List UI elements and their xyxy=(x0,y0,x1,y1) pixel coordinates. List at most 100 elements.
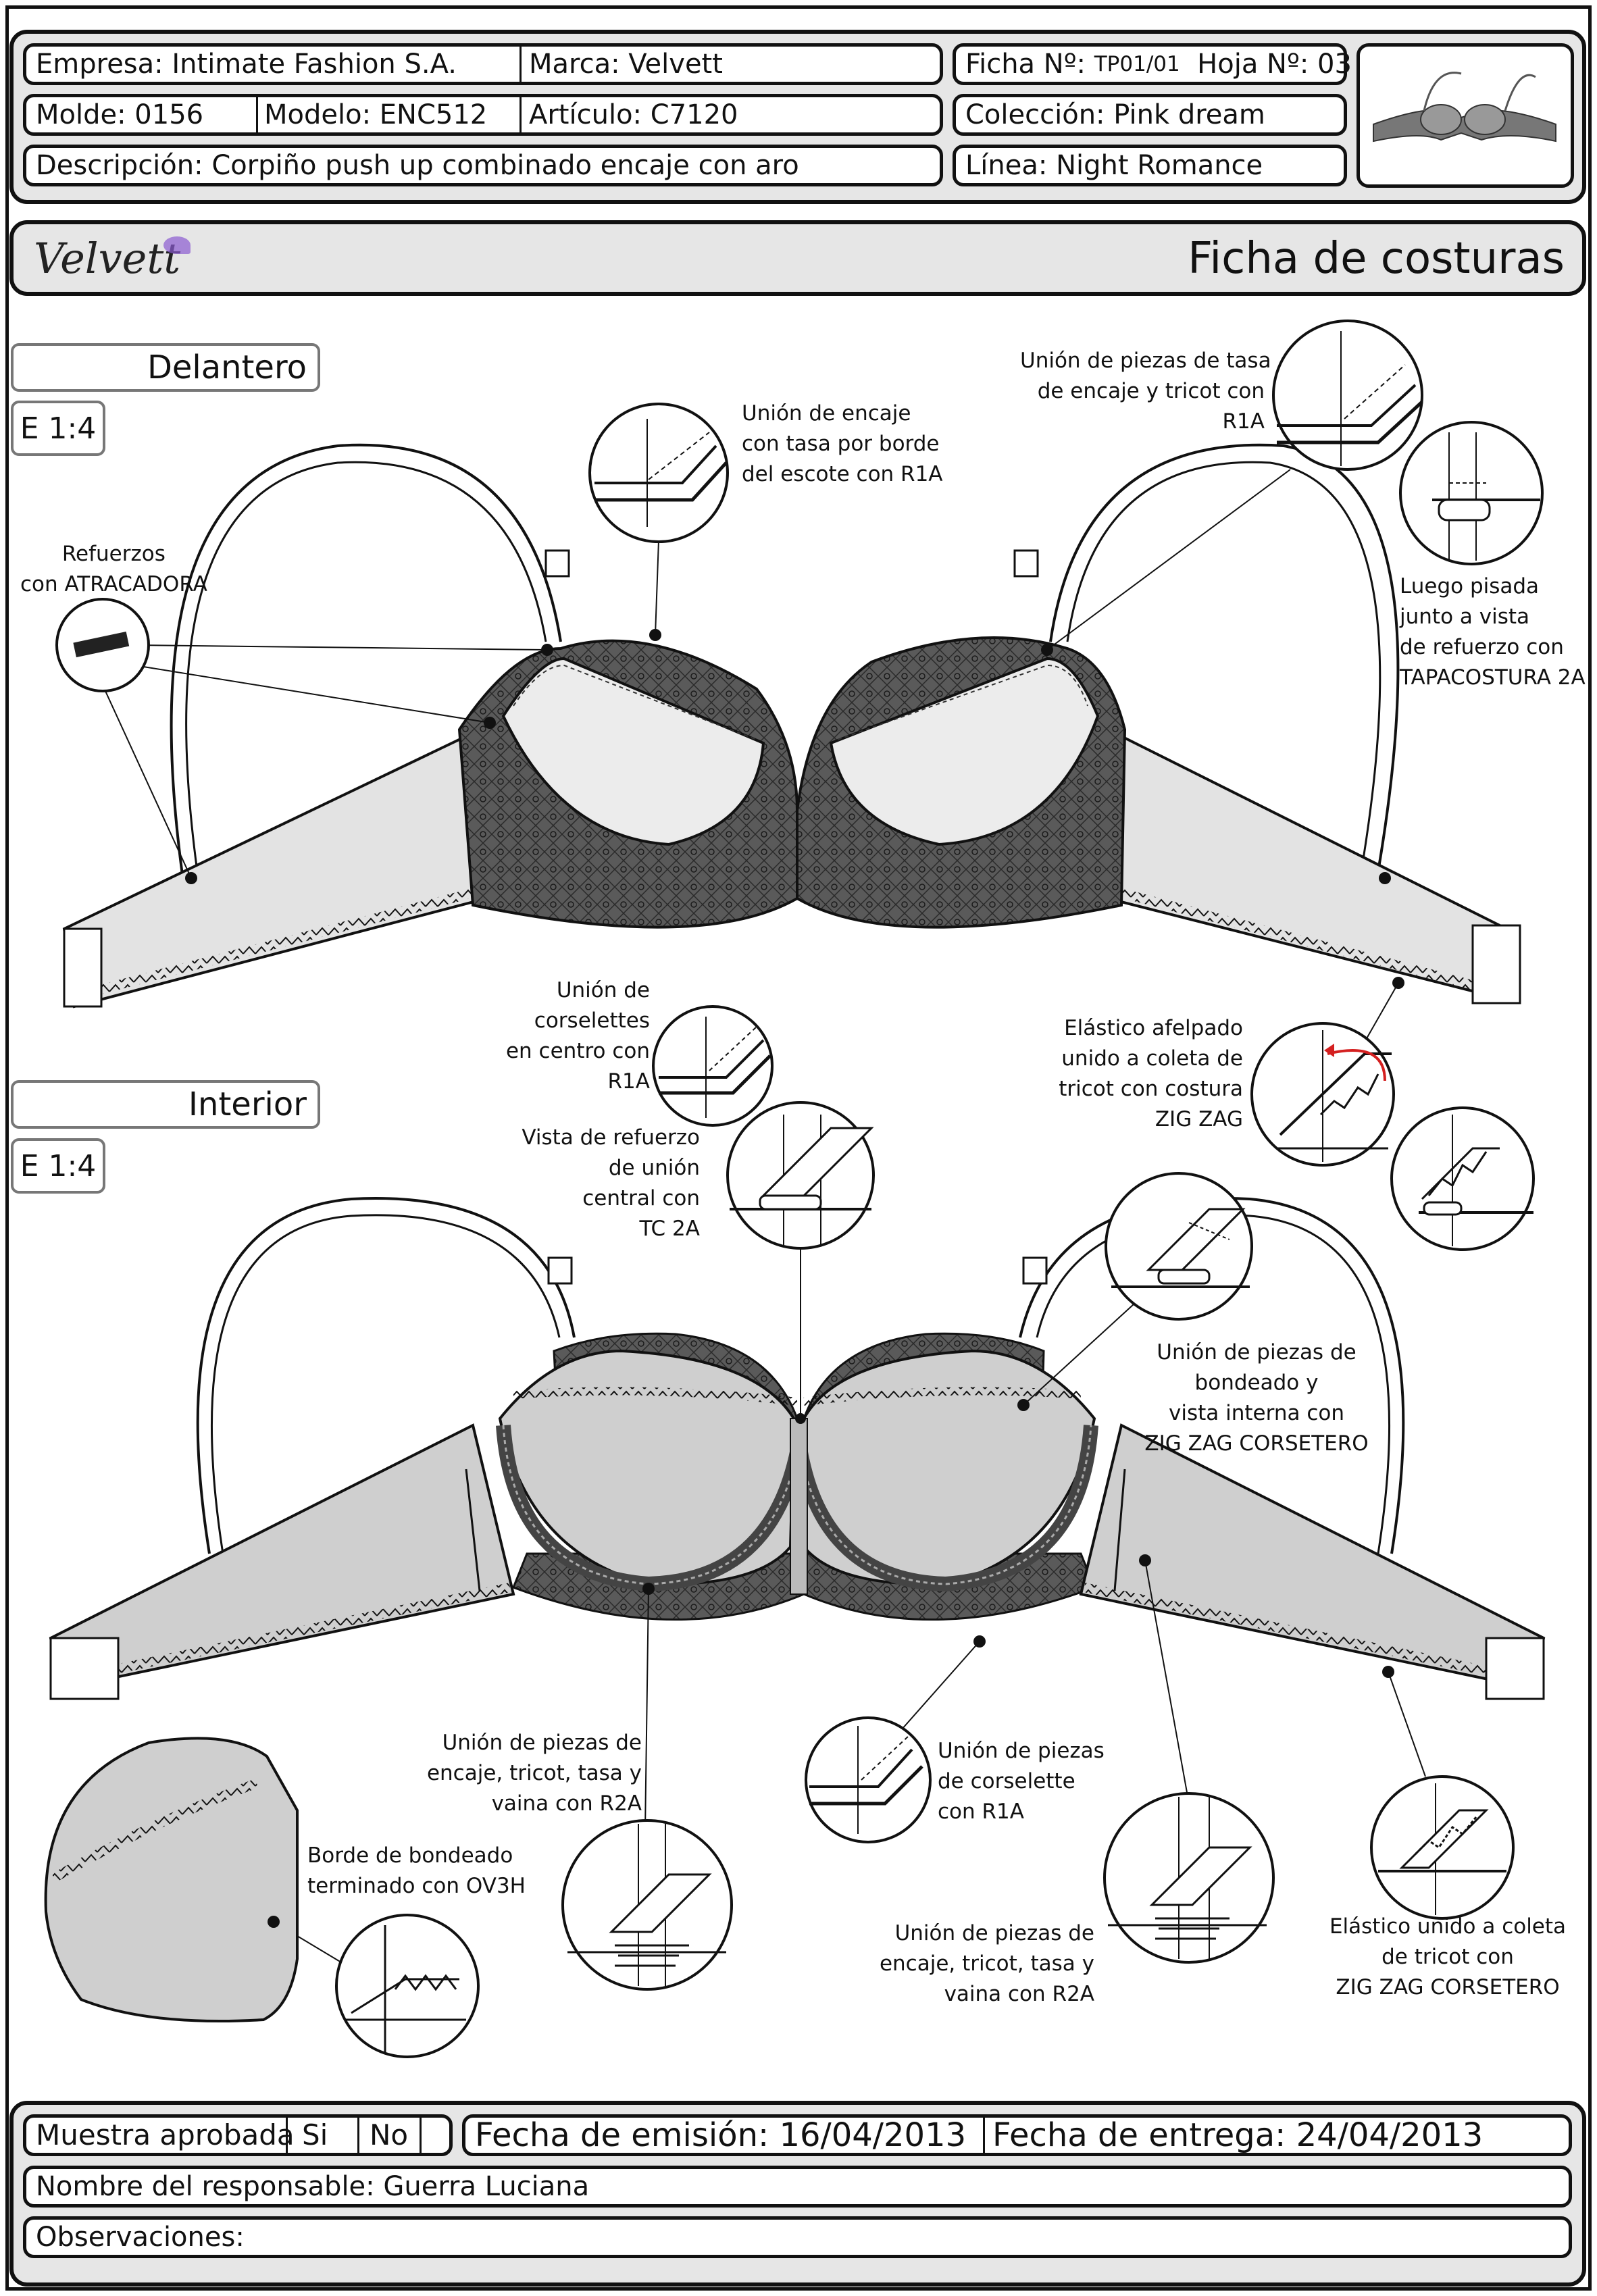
fecha-entrega-block: Fecha de entrega: 24/04/2013 xyxy=(992,2119,1483,2151)
note-elastico-afelpado-line4: ZIG ZAG xyxy=(1155,1106,1243,1131)
note-union-encaje-r2a-right-line1: Unión de piezas de xyxy=(894,1921,1094,1945)
note-union-bondeado: Unión de piezas de bondeado y vista inte… xyxy=(1142,1337,1371,1459)
marca-label: Marca: xyxy=(529,49,620,80)
molde-value: 0156 xyxy=(134,99,204,130)
front-bra-drawing xyxy=(62,443,1521,1009)
note-union-corselettes: Unión de corselettes en centro con R1A xyxy=(486,975,650,1097)
responsable-field[interactable]: Nombre del responsable: Guerra Luciana xyxy=(23,2166,1572,2208)
outer-frame xyxy=(5,5,1592,2291)
note-union-corselette-line1: Unión de piezas xyxy=(938,1739,1105,1763)
descripcion-label: Descripción: xyxy=(36,150,203,181)
observaciones-field[interactable]: Observaciones: xyxy=(23,2216,1572,2258)
note-union-tasa: Unión de piezas de tasa de encaje y tric… xyxy=(1020,346,1271,437)
note-elastico-unido-line2: de tricot con xyxy=(1381,1944,1514,1969)
note-union-encaje-r2a-left: Unión de piezas de encaje, tricot, tasa … xyxy=(419,1728,642,1819)
note-union-encaje-r2a-right-line2: encaje, tricot, tasa y xyxy=(879,1951,1094,1976)
linea-field: Línea: Night Romance xyxy=(953,145,1347,186)
note-vista-refuerzo: Vista de refuerzo de unión central con T… xyxy=(513,1123,700,1244)
marca-block: Marca: Velvett xyxy=(529,51,723,78)
note-luego-pisada: Luego pisada junto a vista de refuerzo c… xyxy=(1400,571,1586,693)
note-union-encaje-r2a-left-line1: Unión de piezas de xyxy=(442,1731,642,1755)
note-luego-pisada-line3: de refuerzo con xyxy=(1400,634,1564,659)
note-refuerzos-line1: Refuerzos xyxy=(61,542,166,566)
detail-circle-r1a-corselette xyxy=(805,1716,932,1843)
fechas-field: Fecha de emisión: 16/04/2013 Fecha de en… xyxy=(462,2114,1572,2156)
detail-circle-zigzag-elastico xyxy=(1250,1022,1395,1167)
note-elastico-unido: Elástico unido a coleta de tricot con ZI… xyxy=(1323,1912,1573,2003)
note-vista-refuerzo-line2: de unión xyxy=(608,1155,700,1180)
linea-label: Línea: xyxy=(965,150,1048,181)
note-union-corselettes-line3: en centro con xyxy=(505,1038,650,1063)
front-leader-lines xyxy=(101,469,1399,1054)
hoja-label: Hoja Nº: xyxy=(1197,49,1309,80)
muestra-label: Muestra aprobada xyxy=(36,2118,295,2151)
responsable-label: Nombre del responsable: xyxy=(36,2171,375,2202)
muestra-si[interactable]: Si xyxy=(302,2118,328,2151)
cup-edge-detail xyxy=(44,1737,299,2022)
articulo-label: Artículo: xyxy=(529,99,642,130)
note-union-tasa-line2: de encaje y tricot con xyxy=(1037,378,1265,403)
empresa-value: Intimate Fashion S.A. xyxy=(172,49,457,80)
note-luego-pisada-line4: TAPACOSTURA 2A xyxy=(1400,665,1586,690)
note-elastico-afelpado-line1: Elástico afelpado xyxy=(1064,1016,1243,1040)
note-union-encaje-r2a-right: Unión de piezas de encaje, tricot, tasa … xyxy=(871,1918,1094,2010)
marca-value: Velvett xyxy=(628,49,723,80)
note-union-corselette-line2: de corselette xyxy=(938,1768,1075,1793)
bra-thumbnail-icon xyxy=(1373,72,1556,143)
detail-circle-atracadora xyxy=(55,598,150,692)
fecha-entrega-label: Fecha de entrega: xyxy=(992,2116,1286,2154)
note-elastico-unido-line1: Elástico unido a coleta xyxy=(1329,1914,1567,1939)
hoja-value: 03 xyxy=(1317,49,1352,80)
ficha-label: Ficha Nº: xyxy=(965,49,1086,80)
observaciones-label: Observaciones: xyxy=(36,2222,245,2253)
responsable-value: Guerra Luciana xyxy=(383,2171,590,2202)
detail-circle-corselettes xyxy=(652,1005,774,1127)
note-union-encaje-line2: con tasa por borde xyxy=(742,431,940,456)
product-thumbnail xyxy=(1357,43,1574,188)
articulo-value: C7120 xyxy=(650,99,738,130)
note-union-tasa-line3: R1A xyxy=(1222,409,1265,434)
descripcion-field: Descripción: Corpiño push up combinado e… xyxy=(23,145,943,186)
note-union-encaje-r2a-left-line3: vaina con R2A xyxy=(491,1791,642,1816)
muestra-aprobada-field: Muestra aprobada Si No xyxy=(23,2114,453,2156)
tab-interior-label: Interior xyxy=(188,1086,307,1123)
page-title: Ficha de costuras xyxy=(1188,234,1565,284)
note-refuerzos: Refuerzos con ATRACADORA xyxy=(20,539,207,600)
modelo-label: Modelo: xyxy=(264,99,372,130)
scale-front: E 1:4 xyxy=(11,401,105,456)
detail-circle-r2a-right xyxy=(1103,1792,1275,1964)
detail-circle-tc2a xyxy=(726,1101,875,1250)
detail-circle-zigzag-corsetero-bottom xyxy=(1370,1775,1515,1920)
note-refuerzos-line2: con ATRACADORA xyxy=(20,571,207,596)
title-bar: Velvett Ficha de costuras xyxy=(9,220,1586,296)
molde-modelo-articulo-field: Molde: 0156 Modelo: ENC512 Artículo: C71… xyxy=(23,94,943,136)
note-elastico-afelpado: Elástico afelpado unido a coleta de tric… xyxy=(1034,1013,1243,1135)
note-union-bondeado-line2: bondeado y xyxy=(1194,1370,1319,1395)
brand-logo: Velvett xyxy=(34,234,181,283)
interior-bra-drawing xyxy=(49,1197,1546,1700)
coleccion-field: Colección: Pink dream xyxy=(953,94,1347,136)
fecha-emision-value: 16/04/2013 xyxy=(779,2116,967,2154)
note-luego-pisada-line2: junto a vista xyxy=(1400,604,1529,629)
note-elastico-afelpado-line3: tricot con costura xyxy=(1059,1076,1243,1101)
note-union-corselettes-line4: R1A xyxy=(607,1069,650,1094)
detail-circle-r2a-left xyxy=(561,1819,733,1991)
note-union-bondeado-line3: vista interna con xyxy=(1169,1400,1344,1425)
tab-delantero: Delantero xyxy=(11,343,320,392)
note-union-corselette: Unión de piezas de corselette con R1A xyxy=(938,1736,1105,1827)
note-union-encaje-r2a-left-line2: encaje, tricot, tasa y xyxy=(426,1760,642,1785)
note-borde-bondeado-line2: terminado con OV3H xyxy=(307,1873,526,1898)
empresa-label: Empresa: xyxy=(36,49,163,80)
note-union-encaje-r2a-right-line3: vaina con R2A xyxy=(944,1981,1094,2006)
logo-butterfly-icon xyxy=(163,236,191,254)
note-elastico-afelpado-line2: unido a coleta de xyxy=(1061,1046,1243,1071)
detail-circle-r1a-tasa xyxy=(1272,320,1423,471)
note-borde-bondeado-line1: Borde de bondeado xyxy=(307,1843,513,1868)
note-union-encaje: Unión de encaje con tasa por borde del e… xyxy=(742,399,943,490)
ficha-hoja-field: Ficha Nº: TP01/01 Hoja Nº: 03 xyxy=(953,43,1352,85)
empresa-marca-field: Empresa: Intimate Fashion S.A. Marca: Ve… xyxy=(23,43,943,85)
tab-delantero-label: Delantero xyxy=(147,349,307,386)
muestra-no[interactable]: No xyxy=(370,2118,409,2151)
